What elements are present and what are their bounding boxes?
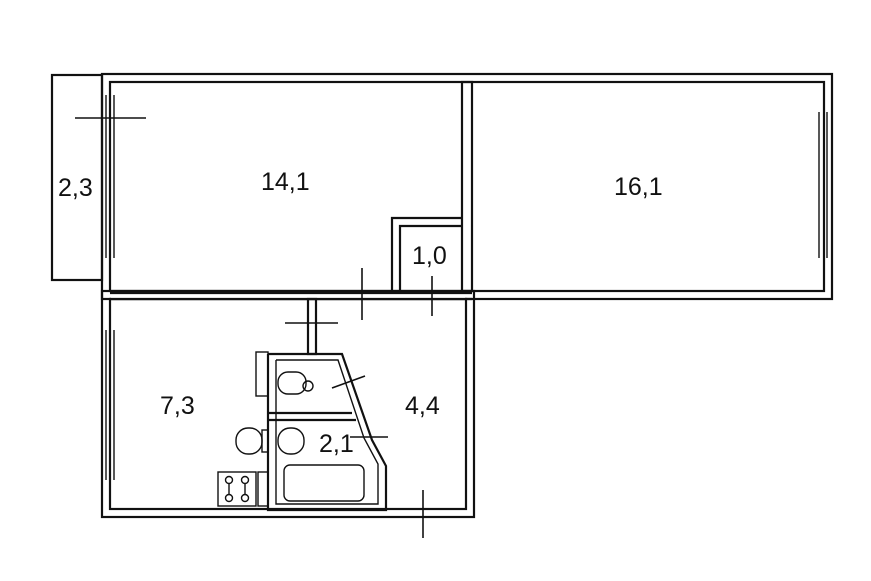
window-icon	[105, 95, 828, 480]
balcony-area: 2,3	[58, 174, 93, 202]
room-right-area: 16,1	[614, 173, 663, 201]
interior-walls	[110, 80, 474, 356]
hallway-area: 4,4	[405, 392, 440, 420]
room-left-area: 14,1	[261, 168, 310, 196]
door-icon	[75, 100, 433, 538]
bathroom-block	[266, 352, 388, 512]
toilet-icon	[255, 351, 314, 397]
sink-icon	[235, 427, 305, 455]
kitchen-area: 7,3	[160, 392, 195, 420]
stove-icon	[217, 471, 269, 507]
bathtub-icon	[283, 464, 365, 502]
bathroom-area: 2,1	[319, 430, 354, 458]
closet-area: 1,0	[412, 242, 447, 270]
